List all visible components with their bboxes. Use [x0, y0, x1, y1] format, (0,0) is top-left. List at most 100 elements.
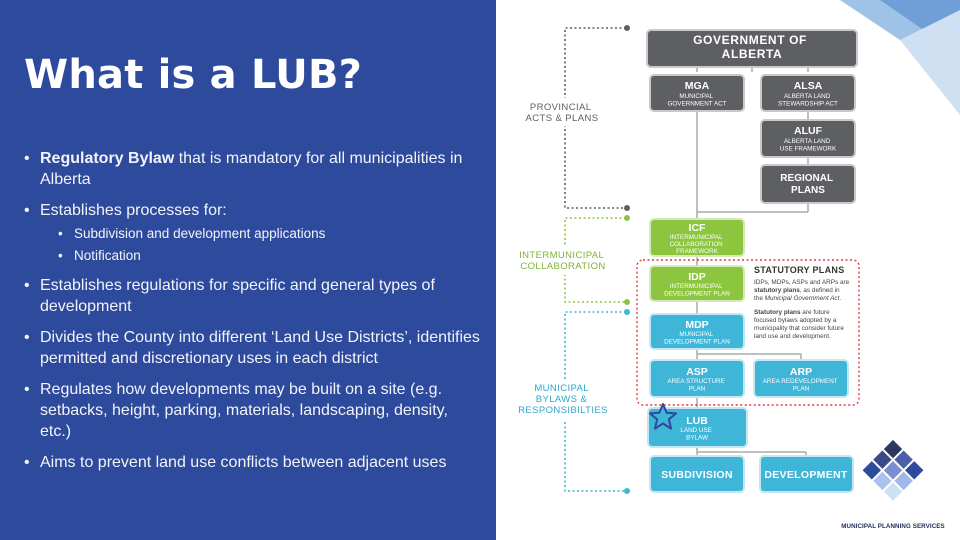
bullet-item: Regulates how developments may be built … [22, 379, 482, 442]
municipal-label-line: BYLAWS & [536, 394, 588, 405]
box-title: DEVELOPMENT [764, 469, 848, 481]
bullet-text: Establishes processes for: [40, 202, 227, 219]
box-subtitle: INTERMUNICIPAL [670, 234, 723, 241]
box-title: ARP [790, 366, 812, 378]
box-government-of-alberta: GOVERNMENT OF ALBERTA [646, 29, 858, 68]
box-subtitle: MUNICIPAL [679, 93, 713, 100]
svg-text:ALBERTA LAND STEWARDSHIP: ALBERTA LAND STEWARDSHIP ACT [778, 93, 838, 108]
box-title: MDP [685, 319, 708, 331]
box-regional-plans: REGIONAL PLANS [760, 164, 856, 204]
intermunicipal-label-line: INTERMUNICIPAL [519, 250, 604, 261]
box-title: SUBDIVISION [661, 469, 733, 481]
bullet-text: that is mandatory for all municipalities… [40, 150, 463, 188]
box-title: REGIONAL [780, 173, 833, 184]
box-title: MGA [685, 80, 710, 92]
box-subtitle: USE FRAMEWORK [780, 146, 837, 153]
planning-hierarchy-diagram: PROVINCIAL ACTS & PLANS INTERMUNICIPAL C… [514, 0, 960, 530]
svg-text:MUNICIPAL GOVERNMENT ACT: MUNICIPAL GOVERNMENT ACT [667, 93, 726, 108]
bullet-item: Regulatory Bylaw that is mandatory for a… [22, 148, 482, 190]
svg-text:AREA REDEVELOPMENT PLAN: AREA REDEVELOPMENT PLAN [763, 378, 840, 393]
box-subtitle: DEVELOPMENT PLAN [664, 291, 730, 298]
svg-text:AREA STRUCTURE PLAN: AREA STRUCTURE PLAN [667, 378, 726, 393]
box-subtitle: ALBERTA LAND [784, 93, 831, 100]
municipal-label: MUNICIPAL BYLAWS & RESPONSIBILTIES [518, 383, 608, 416]
provincial-label-line: PROVINCIAL [530, 102, 591, 113]
box-title: LUB [686, 415, 708, 427]
municipal-label-line: MUNICIPAL [534, 383, 588, 394]
logo-text: MUNICIPAL PLANNING SERVICES [841, 523, 944, 530]
box-title: ALUF [794, 125, 823, 137]
box-subtitle: LAND USE [680, 427, 712, 434]
box-subtitle: PLAN [689, 386, 706, 393]
statutory-text: are future [801, 309, 831, 316]
box-subtitle: BYLAW [686, 435, 708, 442]
box-mdp: MDP MUNICIPAL DEVELOPMENT PLAN [649, 313, 745, 350]
provincial-label: PROVINCIAL ACTS & PLANS [526, 102, 599, 124]
box-alsa: ALSA ALBERTA LAND STEWARDSHIP ACT [760, 74, 856, 112]
statutory-text: . [839, 295, 841, 302]
box-subdivision: SUBDIVISION [649, 455, 745, 493]
box-title: IDP [688, 271, 706, 283]
svg-text:INTERMUNICIPAL DEVELOPME: INTERMUNICIPAL DEVELOPMENT PLAN [664, 283, 730, 298]
bullet-item: Divides the County into different ‘Land … [22, 327, 482, 369]
box-subtitle: MUNICIPAL [679, 331, 713, 338]
bullet-item: Aims to prevent land use conflicts betwe… [22, 452, 482, 473]
bullet-list: Regulatory Bylaw that is mandatory for a… [22, 148, 482, 483]
municipal-label-line: RESPONSIBILTIES [518, 405, 608, 416]
statutory-heading: STATUTORY PLANS [754, 265, 845, 275]
bullet-item: Establishes regulations for specific and… [22, 275, 482, 317]
box-title: ALBERTA [722, 47, 783, 61]
sub-bullet-item: Notification [40, 247, 482, 265]
box-subtitle: INTERMUNICIPAL [670, 283, 723, 290]
box-title: ASP [686, 366, 708, 378]
sub-bullet-list: Subdivision and development applications… [40, 225, 482, 265]
box-idp: IDP INTERMUNICIPAL DEVELOPMENT PLAN [649, 265, 745, 302]
box-arp: ARP AREA REDEVELOPMENT PLAN [753, 359, 849, 398]
statutory-text-italic: Municipal Government Act [765, 295, 840, 302]
box-subtitle: GOVERNMENT ACT [667, 101, 726, 108]
box-asp: ASP AREA STRUCTURE PLAN [649, 359, 745, 398]
svg-text:LAND USE BYLAW: LAND USE BYLAW [680, 427, 713, 442]
sub-bullet-item: Subdivision and development applications [40, 225, 482, 243]
box-title: PLANS [791, 185, 825, 196]
box-subtitle: STEWARDSHIP ACT [778, 101, 838, 108]
municipal-planning-services-logo: MUNICIPAL PLANNING SERVICES [841, 439, 945, 530]
statutory-text: , as defined in [800, 287, 840, 294]
statutory-text: IDPs, MDPs, ASPs and ARPs are [754, 279, 850, 286]
provincial-label-line: ACTS & PLANS [526, 113, 599, 124]
box-title: ALSA [794, 80, 823, 92]
box-subtitle: DEVELOPMENT PLAN [664, 339, 730, 346]
box-subtitle: ALBERTA LAND [784, 138, 831, 145]
box-aluf: ALUF ALBERTA LAND USE FRAMEWORK [760, 119, 856, 158]
statutory-plans-frame [636, 259, 860, 406]
box-mga: MGA MUNICIPAL GOVERNMENT ACT [649, 74, 745, 112]
provincial-bracket [564, 27, 626, 209]
slide-title: What is a LUB? [24, 52, 363, 98]
statutory-text-bold: statutory plans [754, 287, 800, 294]
box-title: ICF [689, 222, 707, 234]
statutory-text: land use and development. [754, 333, 831, 340]
box-lub: LUB LAND USE BYLAW [647, 407, 748, 448]
svg-text:GOVERNMENT OF ALBERTA: GOVERNMENT OF ALBERTA [693, 33, 811, 61]
box-development: DEVELOPMENT [759, 455, 854, 493]
box-title: GOVERNMENT OF [693, 33, 807, 47]
intermunicipal-label: INTERMUNICIPAL COLLABORATION [519, 250, 607, 272]
svg-text:INTERMUNICIPAL COLLABORA: INTERMUNICIPAL COLLABORATION FRAMEWORK [670, 234, 725, 255]
statutory-text-bold: Statutory plans [754, 309, 801, 316]
statutory-text: focused bylaws adopted by a [754, 317, 837, 324]
intermunicipal-label-line: COLLABORATION [520, 261, 605, 272]
svg-text:REGIONAL PLANS: REGIONAL PLANS [780, 173, 835, 196]
box-subtitle: AREA STRUCTURE [667, 378, 724, 385]
statutory-description-2: Statutory plans are future focused bylaw… [754, 309, 846, 340]
left-panel: What is a LUB? Regulatory Bylaw that is … [0, 0, 496, 540]
statutory-description-1: IDPs, MDPs, ASPs and ARPs are statutory … [754, 279, 851, 302]
box-subtitle: PLAN [793, 386, 810, 393]
bullet-item: Establishes processes for: Subdivision a… [22, 200, 482, 265]
box-subtitle: COLLABORATION [670, 241, 724, 248]
box-subtitle: AREA REDEVELOPMENT [763, 378, 838, 385]
statutory-text: the [754, 295, 765, 302]
bullet-bold: Regulatory Bylaw [40, 150, 175, 167]
corner-decoration [900, 10, 960, 115]
star-icon [648, 403, 678, 430]
statutory-text: municipality that consider future [754, 325, 844, 332]
